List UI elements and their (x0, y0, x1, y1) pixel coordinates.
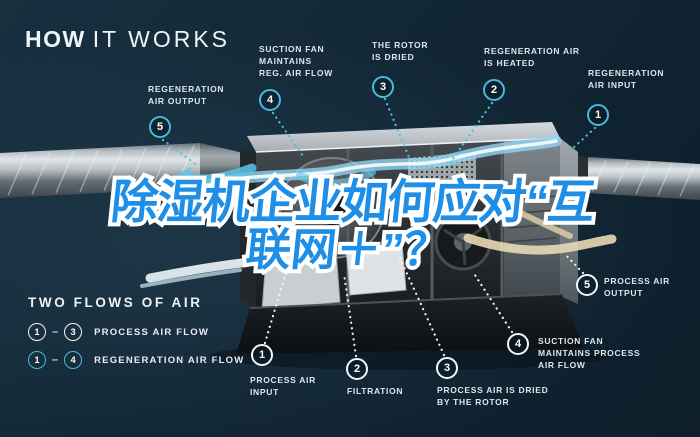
regeneration-leader-lines (161, 97, 597, 168)
badge-number: 4 (514, 338, 522, 350)
badge-regeneration-2: 2 (483, 79, 505, 101)
title-light: IT WORKS (92, 26, 231, 52)
badge-number: 1 (258, 349, 266, 361)
label-filtration: FILTRATION (347, 386, 404, 396)
legend-circle-from: 1 (28, 351, 46, 369)
label-process-air-dried: PROCESS AIR IS DRIED BY THE ROTOR (437, 385, 549, 407)
label-suction-fan-process: SUCTION FAN MAINTAINS PROCESS AIR FLOW (538, 336, 641, 370)
label-process-air-output: PROCESS AIR OUTPUT (604, 276, 670, 298)
airflow-arrows (140, 135, 617, 288)
badge-number: 2 (353, 363, 361, 375)
legend-circle-from: 1 (28, 323, 46, 341)
badge-regeneration-3: 3 (372, 76, 394, 98)
legend-dash: – (52, 354, 59, 366)
right-spiral-duct (578, 155, 700, 200)
badge-process-1: 1 (251, 344, 273, 366)
legend-title: TWO FLOWS OF AIR (28, 295, 203, 310)
badge-number: 3 (443, 362, 451, 374)
machine-body (236, 122, 584, 354)
legend-label: PROCESS AIR FLOW (94, 326, 210, 338)
process-leader-lines (263, 251, 585, 358)
inner-panel (345, 242, 407, 296)
legend-number: 4 (70, 355, 76, 365)
badge-number: 5 (583, 279, 591, 291)
legend-dash: – (52, 326, 59, 338)
label-suction-fan-reg: SUCTION FAN MAINTAINS REG. AIR FLOW (259, 44, 333, 78)
label-regeneration-air-output: REGENERATION AIR OUTPUT (148, 84, 225, 106)
legend-row-regeneration: 1 – 4 REGENERATION AIR FLOW (28, 351, 244, 369)
legend-number: 1 (34, 355, 40, 365)
badge-number: 4 (266, 94, 274, 106)
badge-regeneration-1: 1 (587, 104, 609, 126)
label-regeneration-air-input: REGENERATION AIR INPUT (588, 68, 665, 90)
badge-process-3: 3 (436, 357, 458, 379)
label-regeneration-air-heated: REGENERATION AIR IS HEATED (484, 46, 580, 68)
legend-row-process: 1 – 3 PROCESS AIR FLOW (28, 323, 209, 341)
badge-number: 5 (156, 121, 164, 133)
label-rotor-is-dried: THE ROTOR IS DRIED (372, 40, 429, 62)
arrowhead (172, 167, 191, 187)
badge-regeneration-4: 4 (259, 89, 281, 111)
badge-number: 2 (490, 84, 498, 96)
legend-circle-to: 4 (64, 351, 83, 369)
label-process-air-input: PROCESS AIR INPUT (250, 375, 316, 397)
legend-circle-to: 3 (64, 323, 83, 341)
legend-label: REGENERATION AIR FLOW (94, 354, 245, 366)
badge-process-4: 4 (507, 333, 529, 355)
badge-number: 3 (379, 81, 387, 93)
left-spiral-duct (0, 143, 252, 198)
badge-process-5: 5 (576, 274, 598, 296)
badge-regeneration-5: 5 (149, 116, 171, 138)
badge-number: 1 (594, 109, 602, 121)
badge-process-2: 2 (346, 358, 368, 380)
legend-number: 1 (34, 327, 40, 337)
inner-panel (261, 249, 341, 311)
legend-number: 3 (70, 327, 76, 337)
title-bold: HOW (25, 26, 86, 52)
